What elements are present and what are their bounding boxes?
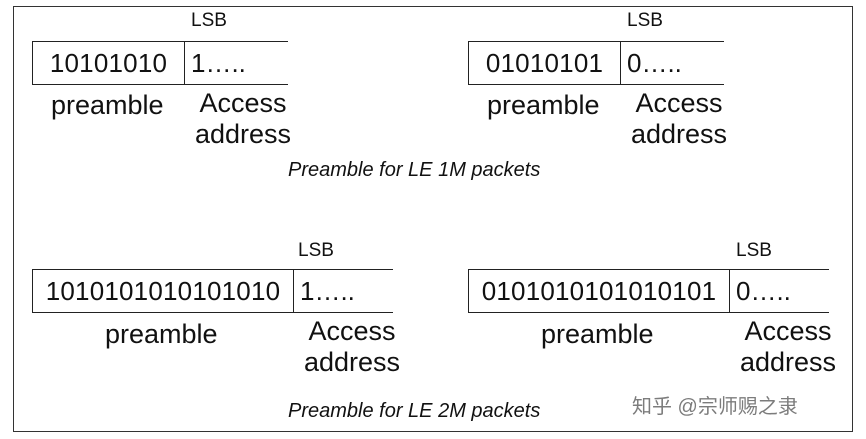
access-address-bits-cell: 0….. <box>627 47 682 78</box>
preamble-label: preamble <box>487 90 600 120</box>
access-label-line1: Access <box>199 88 287 118</box>
access-label-line1: Access <box>635 88 723 118</box>
lsb-label: LSB <box>627 10 663 31</box>
access-label-line1: Access <box>308 316 396 346</box>
preamble-bits-cell: 01010101 <box>468 42 621 84</box>
access-address-label: Access address <box>628 88 730 150</box>
access-label-line1: Access <box>744 316 832 346</box>
lsb-label: LSB <box>191 10 227 31</box>
access-label-line2: address <box>303 347 401 377</box>
packet-bits-box: 01010101 0….. <box>468 41 724 85</box>
access-address-label: Access address <box>301 316 403 378</box>
lsb-label: LSB <box>736 240 772 261</box>
watermark: 知乎 @宗师赐之隶 <box>632 396 798 418</box>
preamble-label: preamble <box>51 90 164 120</box>
le1m-caption: Preamble for LE 1M packets <box>288 159 541 181</box>
packet-bits-box: 10101010 1….. <box>32 41 288 85</box>
access-address-label: Access address <box>737 316 839 378</box>
preamble-bits-cell: 10101010 <box>32 42 185 84</box>
packet-bits-box: 0101010101010101 0….. <box>468 269 829 313</box>
preamble-label: preamble <box>541 319 654 349</box>
access-address-bits-cell: 1….. <box>191 47 246 78</box>
access-address-label: Access address <box>192 88 294 150</box>
preamble-label: preamble <box>105 319 218 349</box>
le2m-caption: Preamble for LE 2M packets <box>288 400 541 422</box>
preamble-bits-cell: 0101010101010101 <box>468 270 730 312</box>
preamble-bits-cell: 1010101010101010 <box>32 270 294 312</box>
access-address-bits-cell: 1….. <box>300 275 355 306</box>
diagram-frame <box>13 6 853 432</box>
access-address-bits-cell: 0….. <box>736 275 791 306</box>
lsb-label: LSB <box>298 240 334 261</box>
access-label-line2: address <box>194 119 292 149</box>
packet-bits-box: 1010101010101010 1….. <box>32 269 393 313</box>
access-label-line2: address <box>739 347 837 377</box>
access-label-line2: address <box>630 119 728 149</box>
